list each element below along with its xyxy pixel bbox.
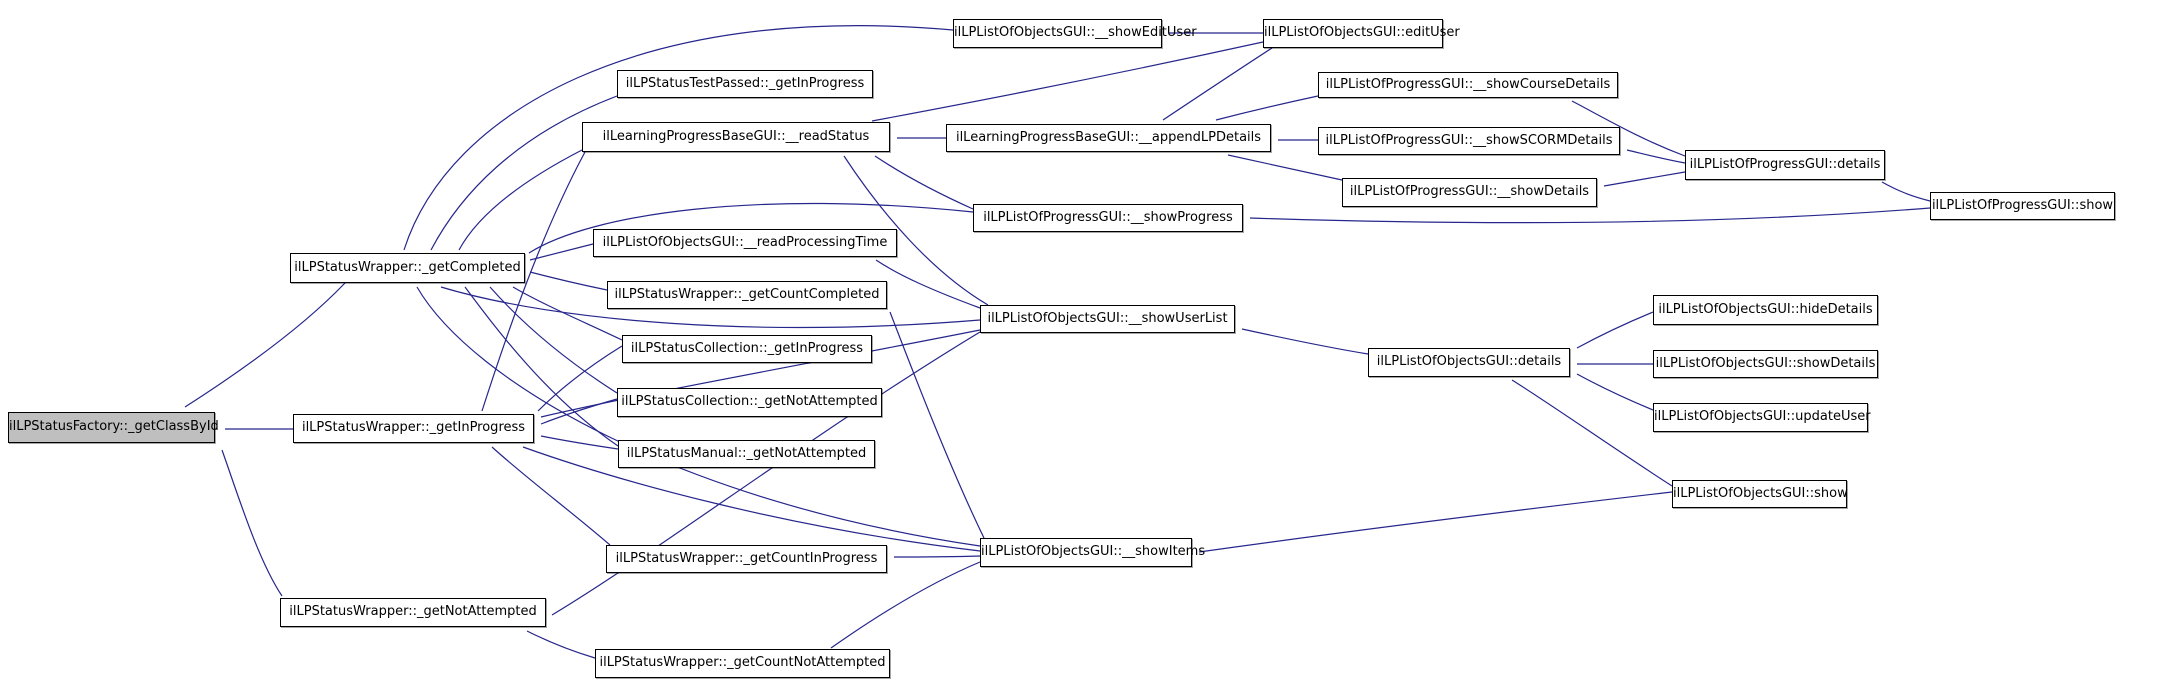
graph-node-objectsDetails[interactable]: ilLPListOfObjectsGUI::details xyxy=(1368,348,1570,377)
graph-node-showCourseDetails[interactable]: ilLPListOfProgressGUI::__showCourseDetai… xyxy=(1318,72,1618,98)
graph-node-objectsHideDetails[interactable]: ilLPListOfObjectsGUI::hideDetails xyxy=(1653,295,1878,325)
edge-progressShowDetails--appendLPDetails xyxy=(1227,154,1343,181)
edge-collectionGetNotAttempted--getInProgress xyxy=(540,398,618,425)
edge-objectsUpdateUser--objectsDetails xyxy=(1576,373,1654,411)
graph-node-progressDetails[interactable]: ilLPListOfProgressGUI::details xyxy=(1685,150,1885,180)
edge-progressShow--showProgress xyxy=(1249,207,1931,224)
graph-node-readProcessingTime[interactable]: ilLPListOfObjectsGUI::__readProcessingTi… xyxy=(593,229,897,257)
graph-node-showUserList[interactable]: ilLPListOfObjectsGUI::__showUserList xyxy=(980,305,1235,333)
edge-showItems--getCountInProgress xyxy=(893,555,981,558)
edge-showUserList--readProcessingTime xyxy=(875,259,981,309)
graph-node-showProgress[interactable]: ilLPListOfProgressGUI::__showProgress xyxy=(973,204,1243,232)
graph-node-showSCORMDetails[interactable]: ilLPListOfProgressGUI::__showSCORMDetail… xyxy=(1318,127,1620,155)
graph-node-editUser[interactable]: ilLPListOfObjectsGUI::editUser xyxy=(1263,19,1460,48)
graph-node-objectsShowDetails[interactable]: ilLPListOfObjectsGUI::showDetails xyxy=(1653,350,1878,378)
edge-getCountNotAttempted--getNotAttempted xyxy=(526,630,596,659)
edge-testPassedGetInProgress--getCompleted xyxy=(430,95,618,251)
edge-objectsShow--showItems xyxy=(1198,491,1673,553)
edge-manualGetNotAttempted--getInProgress xyxy=(540,435,619,450)
graph-node-readStatus[interactable]: ilLearningProgressBaseGUI::__readStatus xyxy=(582,122,890,152)
edge-showUserList--getCompleted xyxy=(440,286,981,329)
edge-showUserList--getNotAttempted xyxy=(551,331,981,616)
edge-showEditUser--getCompleted xyxy=(403,25,954,251)
edge-editUser--readStatus xyxy=(871,41,1264,122)
edge-collectionGetInProgress--getInProgress xyxy=(537,345,623,412)
graph-node-appendLPDetails[interactable]: ilLearningProgressBaseGUI::__appendLPDet… xyxy=(946,124,1271,152)
graph-node-getCountInProgress[interactable]: ilLPStatusWrapper::_getCountInProgress xyxy=(606,545,887,573)
edge-readStatus--getCompleted xyxy=(458,149,583,251)
graph-node-testPassedGetInProgress[interactable]: ilLPStatusTestPassed::_getInProgress xyxy=(617,70,873,98)
graph-node-manualGetNotAttempted[interactable]: ilLPStatusManual::_getNotAttempted xyxy=(618,440,875,468)
edge-getCompleted--getClassById xyxy=(184,282,346,408)
edge-getNotAttempted--getClassById xyxy=(221,449,283,597)
edge-readStatus--getInProgress xyxy=(481,151,586,412)
edge-showCourseDetails--appendLPDetails xyxy=(1215,95,1319,121)
graph-node-getInProgress[interactable]: ilLPStatusWrapper::_getInProgress xyxy=(293,414,534,443)
graph-node-getCountNotAttempted[interactable]: ilLPStatusWrapper::_getCountNotAttempted xyxy=(595,649,890,678)
edge-showItems--getInProgress xyxy=(522,446,981,552)
edge-progressDetails--showCourseDetails xyxy=(1571,100,1686,157)
edge-getCountCompleted--getCompleted xyxy=(529,271,608,291)
edge-showItems--getCompleted xyxy=(416,286,981,547)
graph-node-showItems[interactable]: ilLPListOfObjectsGUI::__showItems xyxy=(980,538,1205,567)
edge-showProgress--readStatus xyxy=(874,155,974,210)
edge-objectsHideDetails--objectsDetails xyxy=(1576,311,1654,349)
graph-node-getCountCompleted[interactable]: ilLPStatusWrapper::_getCountCompleted xyxy=(607,281,887,309)
edge-objectsDetails--showUserList xyxy=(1241,328,1369,355)
graph-node-progressShowDetails[interactable]: ilLPListOfProgressGUI::__showDetails xyxy=(1342,178,1597,207)
graph-node-progressShow[interactable]: ilLPListOfProgressGUI::show xyxy=(1930,192,2115,220)
graph-node-objectsUpdateUser[interactable]: ilLPListOfObjectsGUI::updateUser xyxy=(1653,403,1871,432)
graph-node-showEditUser[interactable]: ilLPListOfObjectsGUI::__showEditUser xyxy=(953,19,1197,48)
graph-node-getCompleted[interactable]: ilLPStatusWrapper::_getCompleted xyxy=(290,253,525,283)
graph-node-getNotAttempted[interactable]: ilLPStatusWrapper::_getNotAttempted xyxy=(280,598,546,627)
edge-manualGetNotAttempted--getCompleted xyxy=(464,286,619,447)
graph-node-collectionGetInProgress[interactable]: ilLPStatusCollection::_getInProgress xyxy=(622,335,872,363)
edge-objectsShow--objectsDetails xyxy=(1511,379,1673,487)
graph-node-objectsShow[interactable]: ilLPListOfObjectsGUI::show xyxy=(1672,480,1848,508)
edge-showItems--getCountCompleted xyxy=(889,311,985,539)
graph-node-getClassById[interactable]: ilLPStatusFactory::_getClassById xyxy=(8,412,219,443)
edge-getCountInProgress--getInProgress xyxy=(491,446,611,546)
edge-showUserList--readStatus xyxy=(843,155,989,306)
graph-node-collectionGetNotAttempted[interactable]: ilLPStatusCollection::_getNotAttempted xyxy=(617,388,882,417)
edge-showProgress--getCompleted xyxy=(528,202,974,254)
edge-showItems--getCountNotAttempted xyxy=(830,561,981,649)
edge-progressDetails--progressShowDetails xyxy=(1603,171,1686,187)
edge-collectionGetNotAttempted--getCompleted xyxy=(489,286,618,394)
edge-showUserList--getInProgress xyxy=(540,329,981,418)
edge-progressShow--progressDetails xyxy=(1881,181,1931,202)
edge-editUser--appendLPDetails xyxy=(1162,47,1273,121)
edge-progressDetails--showSCORMDetails xyxy=(1626,149,1686,164)
